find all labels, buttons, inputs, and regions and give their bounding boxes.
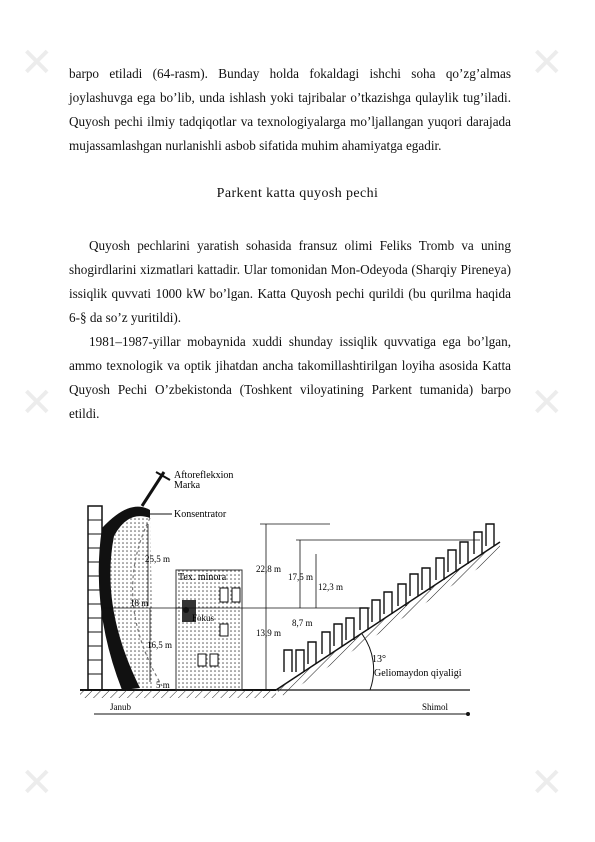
label-shimol: Shimol xyxy=(422,702,449,712)
dim-18: 18 m xyxy=(130,598,148,608)
angle-label: 13° xyxy=(372,654,386,665)
watermark: ✕ xyxy=(20,40,54,86)
label-janub: Janub xyxy=(110,702,131,712)
watermark: ✕ xyxy=(20,760,54,806)
dim-12-3: 12,3 m xyxy=(318,582,343,592)
label-konsentrator: Konsentrator xyxy=(174,509,227,520)
label-fokus: Fokus xyxy=(192,613,215,623)
dim-17-5: 17,5 m xyxy=(288,572,313,582)
label-geliomaydon: Geliomaydon qiyaligi xyxy=(374,668,462,679)
watermark: ✕ xyxy=(530,760,564,806)
dim-8-7: 8,7 m xyxy=(292,618,313,628)
section-heading: Parkent katta quyosh pechi xyxy=(216,186,379,201)
label-aftoreflex-1: Aftoreflekxion xyxy=(174,470,233,481)
label-tex-minora: Tex. minora xyxy=(178,572,227,583)
watermark: ✕ xyxy=(530,40,564,86)
label-aftoreflex-2: Marka xyxy=(174,480,201,491)
body-paragraph-1: barpo etiladi (64-rasm). Bunday holda fo… xyxy=(69,66,511,153)
dim-5: 5 m xyxy=(156,680,170,690)
dim-25-5: 25,5 m xyxy=(145,554,170,564)
body-paragraph-3: 1981–1987-yillar mobaynida xuddi shunday… xyxy=(69,334,511,421)
dim-13-9: 13,9 m xyxy=(256,628,281,638)
watermark: ✕ xyxy=(20,380,54,426)
body-paragraph-2: Quyosh pechlarini yaratish sohasida fran… xyxy=(69,238,511,325)
dim-22-8: 22,8 m xyxy=(256,564,281,574)
solar-furnace-diagram: Aftoreflekxion Marka Konsentrator Tex. m… xyxy=(80,470,501,716)
dim-16-5: 16,5 m xyxy=(147,640,172,650)
watermark: ✕ xyxy=(530,380,564,426)
